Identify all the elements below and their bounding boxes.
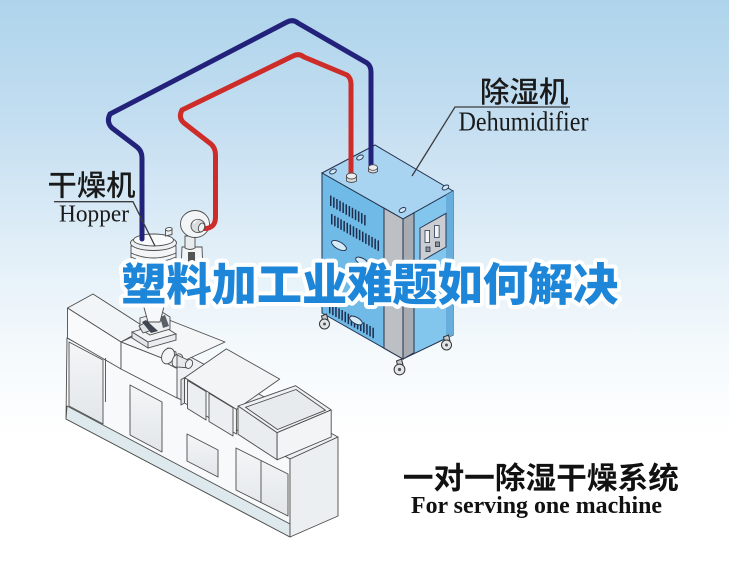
svg-text:Dehumidifier: Dehumidifier [459, 107, 589, 137]
svg-text:Hopper: Hopper [59, 202, 129, 228]
svg-text:For serving one machine: For serving one machine [411, 492, 662, 519]
